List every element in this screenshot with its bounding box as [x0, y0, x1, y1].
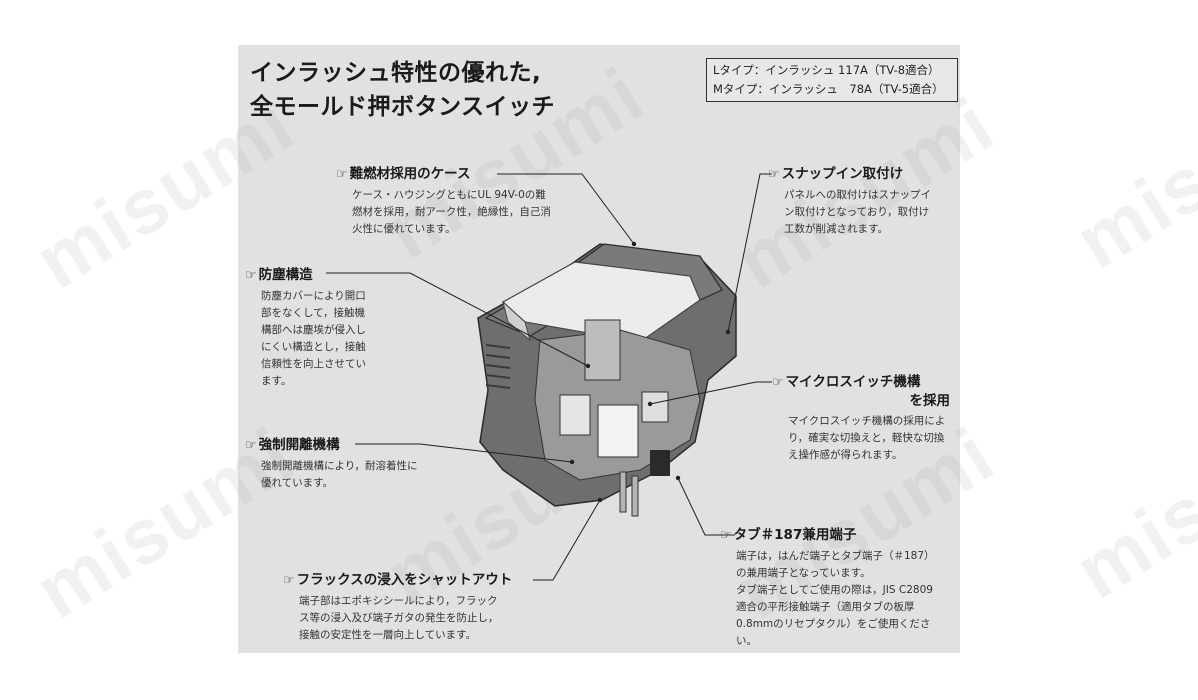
callout-text-line: ケース・ハウジングともにUL 94V-0の難 [352, 189, 546, 201]
spec-line-l-type: Lタイプ：インラッシュ 117A（TV-8適合） [713, 63, 940, 77]
callout-forced-separation-mechanism: ☞強制開離機構 強制開離機構により，耐溶着性に 優れています。 [245, 436, 418, 492]
spec-line-m-type: Mタイプ：インラッシュ 78A（TV-5適合） [713, 82, 944, 96]
pointing-hand-icon: ☞ [245, 438, 257, 453]
callout-title: 難燃材採用のケース [349, 166, 471, 182]
page-title: インラッシュ特性の優れた, 全モールド押ボタンスイッチ [250, 56, 555, 124]
callout-text-line: 防塵カバーにより開口 [261, 290, 366, 302]
callout-text-line: 信頼性を向上させてい [261, 358, 366, 370]
callout-text-line: タブ端子としてご使用の際は，JIS C2809 [736, 584, 933, 596]
callout-text-line: にくい構造とし，接触 [261, 341, 366, 353]
callout-title: マイクロスイッチ機構 [785, 374, 921, 390]
callout-text-line: 部をなくして，接触機 [261, 307, 365, 319]
callout-text-line: 構部へは塵埃が侵入し [261, 324, 366, 336]
callout-text-line: ます。 [261, 375, 292, 387]
pointing-hand-icon: ☞ [768, 167, 780, 182]
callout-text-line: 優れています。 [261, 477, 334, 489]
callout-tab-187-terminal: ☞タブ＃187兼用端子 端子は，はんだ端子とタブ端子（＃187） の兼用端子とな… [720, 526, 935, 650]
callout-text-line: 接触の安定性を一層向上しています。 [299, 629, 477, 641]
callout-text-line: パネルへの取付けはスナップイ [784, 189, 931, 201]
callout-title: フラックスの浸入をシャットアウト [296, 572, 513, 588]
callout-snap-in-mounting: ☞スナップイン取付け パネルへの取付けはスナップイ ン取付けとなっており，取付け… [768, 165, 931, 238]
pointing-hand-icon: ☞ [336, 167, 348, 182]
callout-text-line: え操作感が得られます。 [788, 449, 903, 461]
callout-text-line: 端子は，はんだ端子とタブ端子（＃187） [736, 550, 935, 562]
callout-title: 防塵構造 [258, 267, 313, 283]
callout-text-line: 0.8mmのリセプタクル）をご使用くださ [736, 618, 931, 630]
callout-title: 強制開離機構 [258, 437, 340, 453]
callout-text-line: ン取付けとなっており，取付け [784, 206, 930, 218]
callout-title-continued: を採用 [909, 393, 951, 409]
callout-text-line: 工数が削減されます。 [784, 223, 888, 235]
callout-flux-shutout: ☞フラックスの浸入をシャットアウト 端子部はエポキシシールにより，フラック ス等… [283, 571, 512, 644]
callout-dust-proof-structure: ☞防塵構造 防塵カバーにより開口 部をなくして，接触機 構部へは塵埃が侵入し に… [245, 266, 366, 390]
callout-text-line: マイクロスイッチ機構の採用によ [788, 415, 946, 427]
callout-text-line: 適合の平形接触端子（適用タブの板厚 [736, 601, 915, 613]
pointing-hand-icon: ☞ [245, 268, 257, 283]
spec-box: Lタイプ：インラッシュ 117A（TV-8適合） Mタイプ：インラッシュ 78A… [706, 58, 958, 102]
callout-micro-switch-mechanism: ☞マイクロスイッチ機構 を採用 マイクロスイッチ機構の採用によ り，確実な切換え… [772, 373, 950, 464]
callout-title: スナップイン取付け [781, 166, 904, 182]
callout-text-line: い。 [736, 635, 757, 647]
callout-text-line: ス等の浸入及び端子ガタの発生を防止し， [299, 612, 499, 624]
pointing-hand-icon: ☞ [720, 528, 732, 543]
callout-text-line: 端子部はエポキシシールにより，フラック [299, 595, 498, 607]
pointing-hand-icon: ☞ [772, 375, 784, 390]
pointing-hand-icon: ☞ [283, 573, 295, 588]
callout-text-line: 強制開離機構により，耐溶着性に [261, 460, 418, 472]
title-line-2: 全モールド押ボタンスイッチ [250, 94, 556, 120]
callout-text-line: 火性に優れています。 [352, 223, 456, 235]
callout-title: タブ＃187兼用端子 [733, 527, 857, 543]
callout-text-line: の兼用端子となっています。 [736, 567, 871, 579]
title-line-1: インラッシュ特性の優れた, [250, 60, 542, 86]
callout-text-line: 燃材を採用，耐アーク性，絶縁性，自己消 [352, 206, 551, 218]
callout-text-line: り，確実な切換えと，軽快な切換 [788, 432, 945, 444]
callout-flame-retardant-case: ☞難燃材採用のケース ケース・ハウジングともにUL 94V-0の難 燃材を採用，… [336, 165, 551, 238]
